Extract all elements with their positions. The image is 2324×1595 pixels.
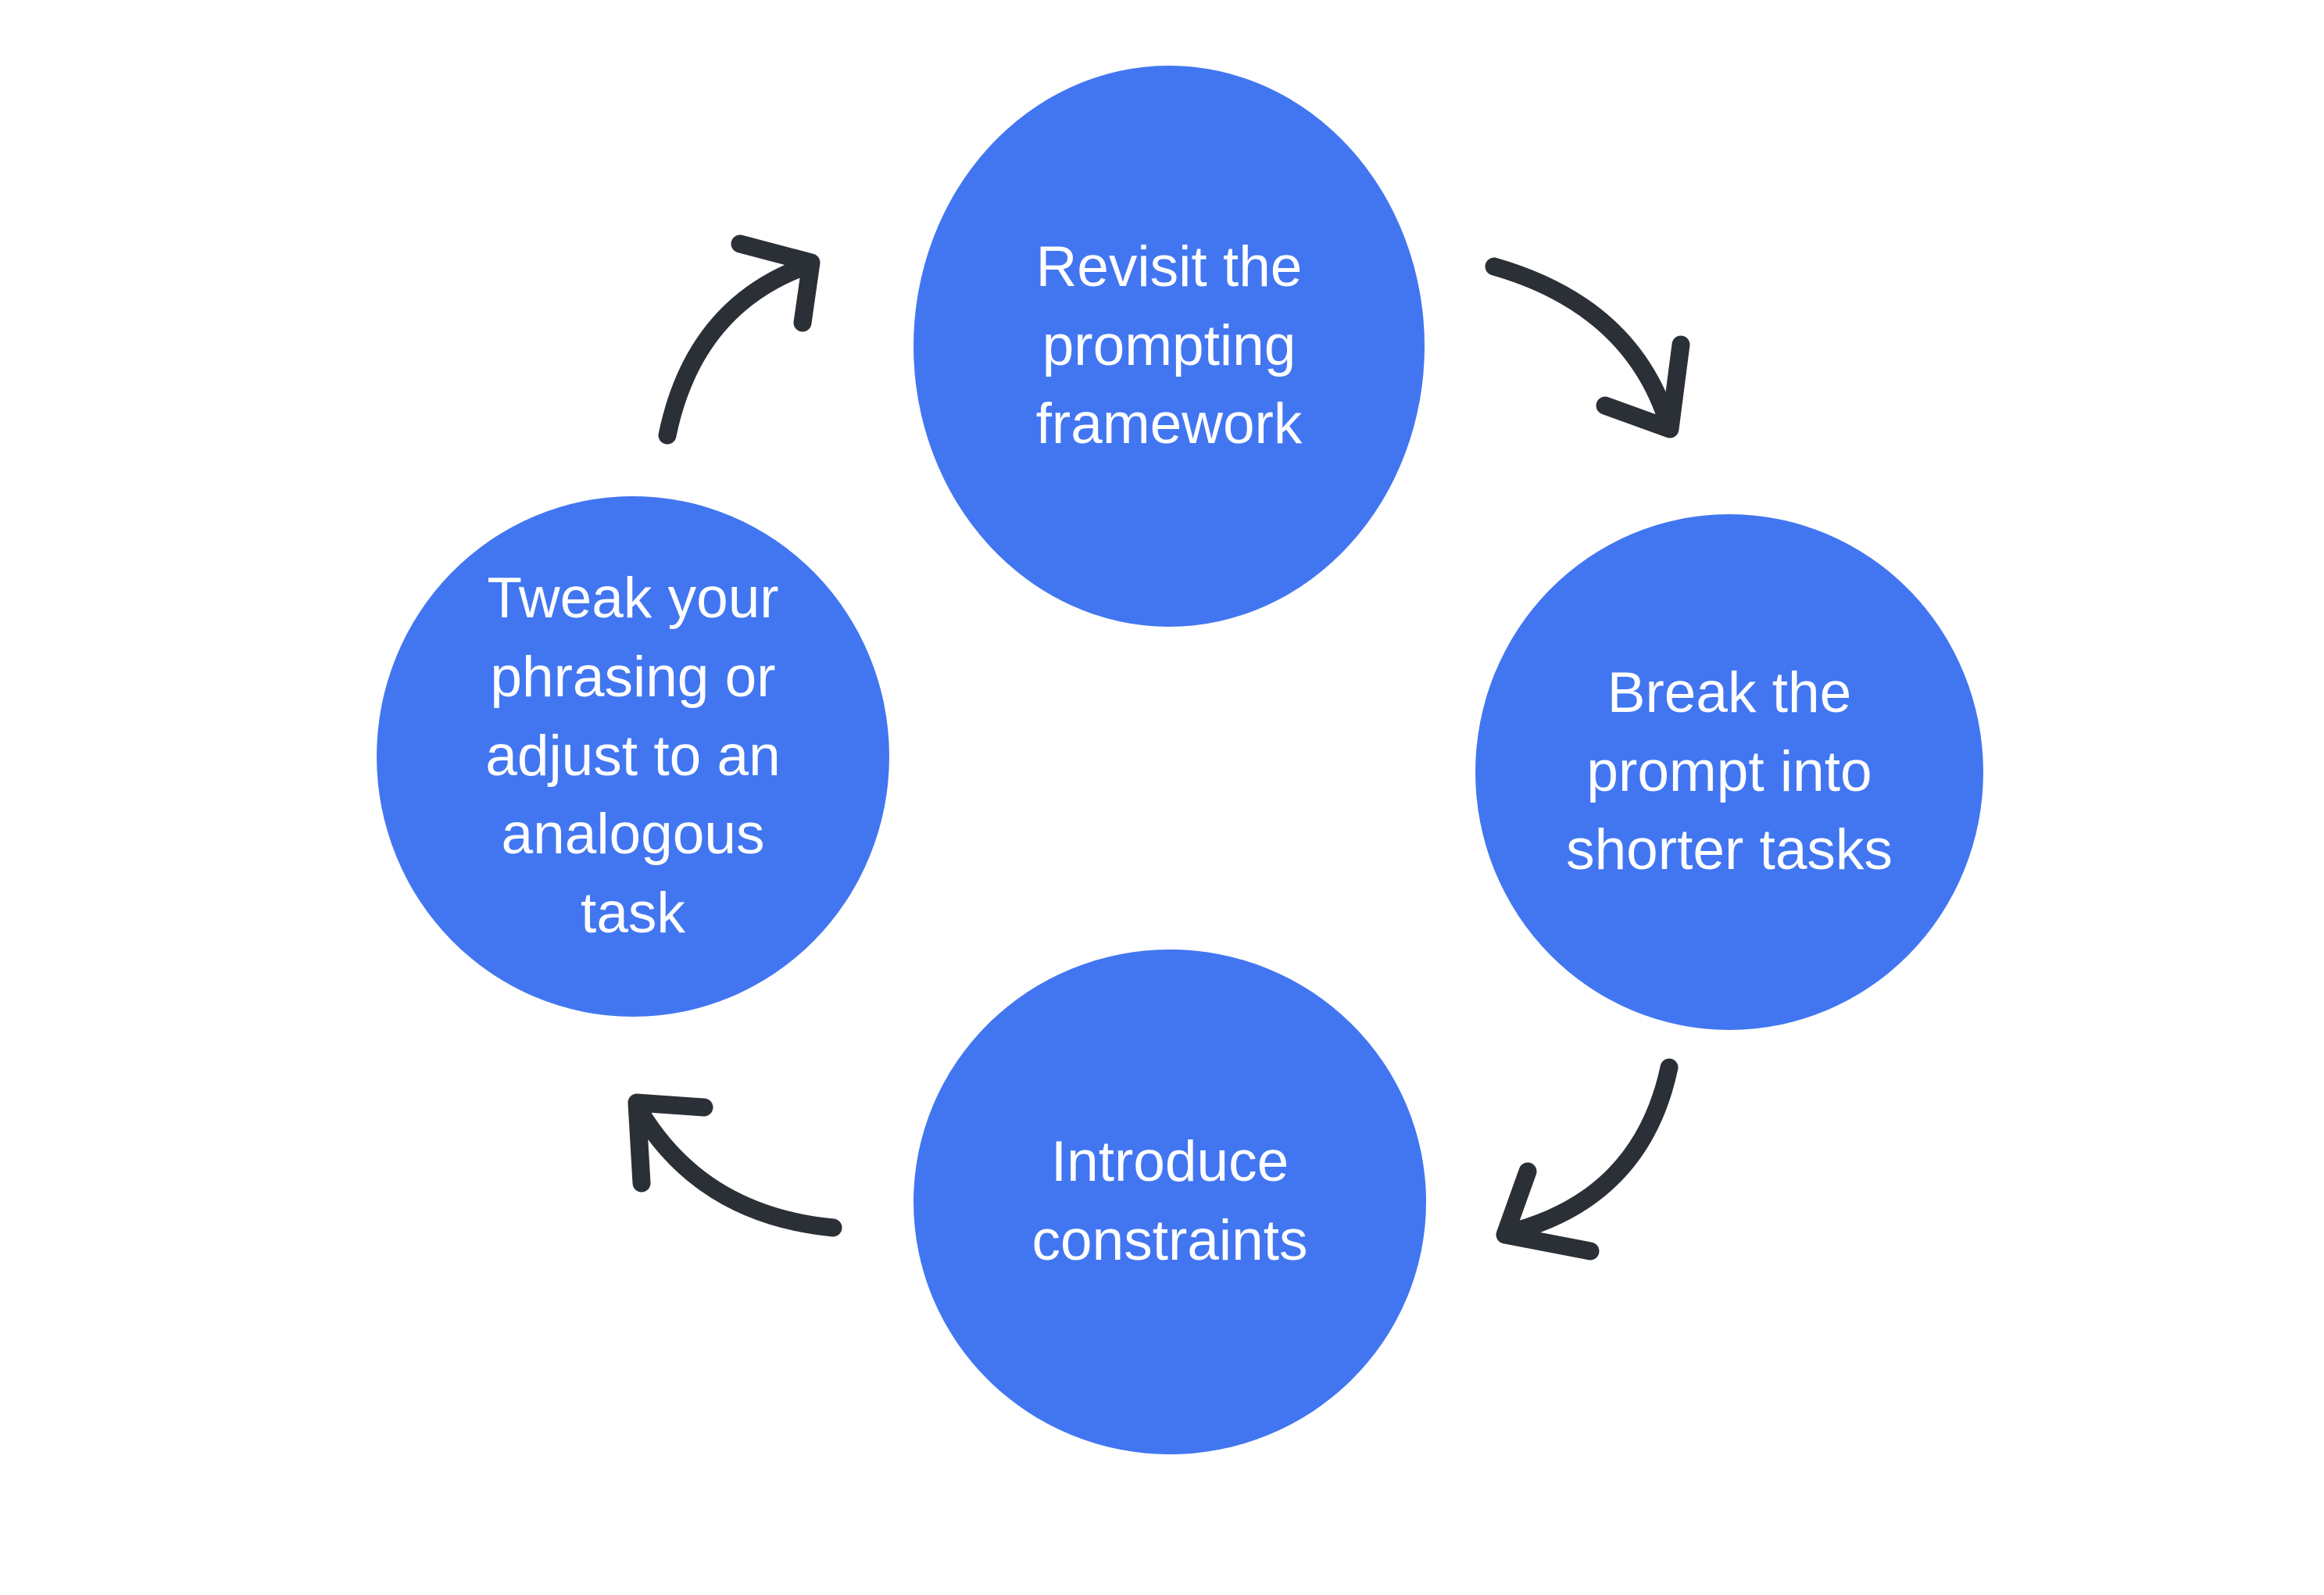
arrow-right-to-bottom-icon [1496,1058,1679,1261]
node-label: Tweak your phrasing or adjust to an anal… [485,567,781,946]
node-revisit-prompting-framework: Revisit the prompting framework [914,66,1425,627]
arrow-bottom-to-left-icon [627,1093,842,1237]
node-label: Revisit the prompting framework [1035,234,1303,456]
node-introduce-constraints: Introduce constraints [914,949,1426,1454]
arrow-left-to-top-icon [658,234,821,445]
arrow-top-to-right-icon [1485,257,1690,438]
node-tweak-phrasing-analogous-task: Tweak your phrasing or adjust to an anal… [377,496,889,1017]
node-label: Introduce constraints [1031,1130,1308,1272]
node-break-prompt-into-shorter-tasks: Break the prompt into shorter tasks [1475,514,1983,1030]
node-label: Break the prompt into shorter tasks [1566,660,1893,882]
